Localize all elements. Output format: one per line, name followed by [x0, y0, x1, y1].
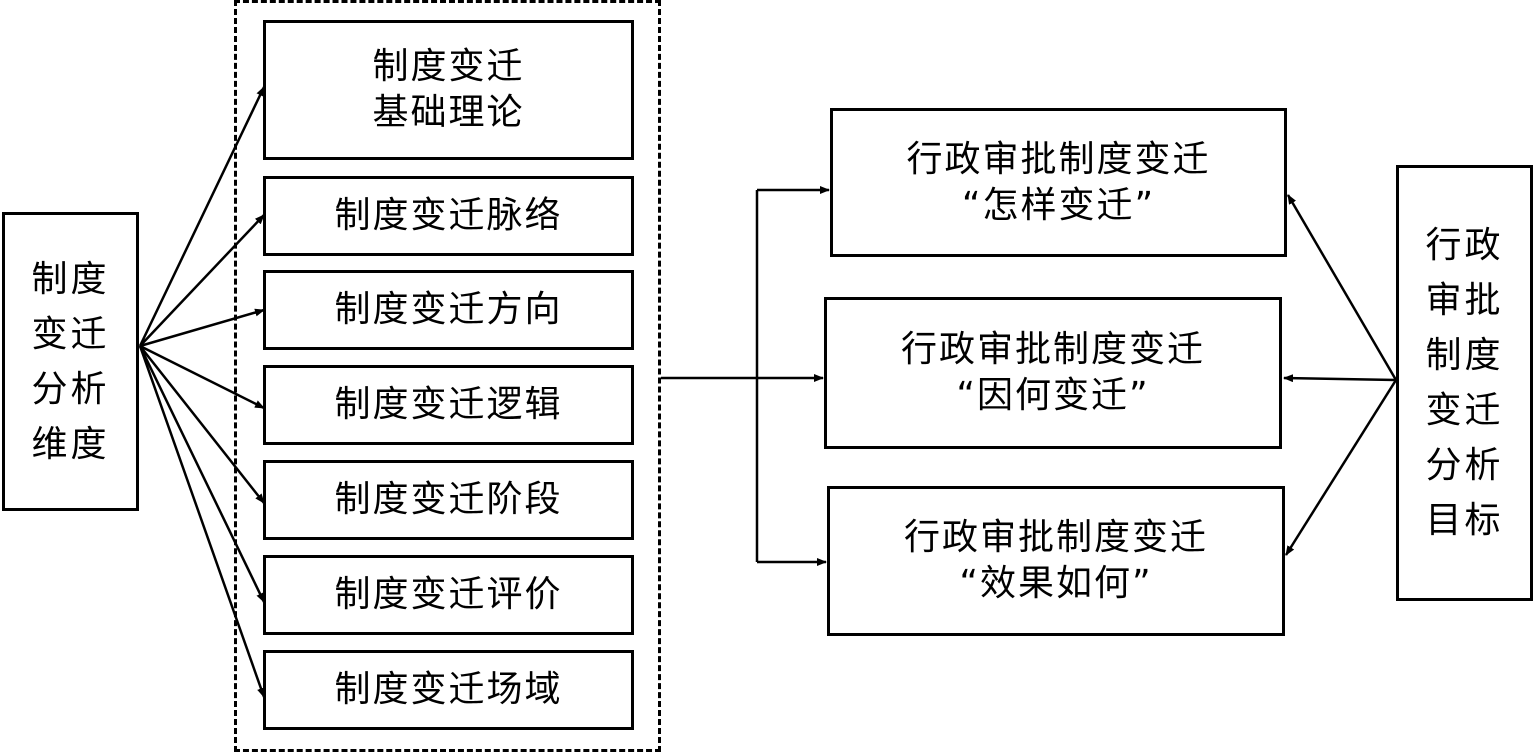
dimension-box-evaluation: 制度变迁评价	[263, 555, 634, 635]
question-label: 行政审批制度变迁 “因何变迁”	[900, 329, 1205, 416]
dimension-box-field: 制度变迁场域	[263, 650, 634, 730]
dimension-box-direction: 制度变迁方向	[263, 270, 634, 350]
dimension-label: 制度变迁脉络	[334, 195, 563, 236]
arrow-to-dimension-3	[139, 308, 265, 348]
dimension-box-theory: 制度变迁 基础理论	[263, 20, 634, 160]
dimension-box-stage: 制度变迁阶段	[263, 460, 634, 540]
analysis-goal-box: 行政 审批 制度 变迁 分析 目标	[1396, 165, 1533, 601]
dimensions-group	[234, 0, 661, 752]
arrow-to-dimension-5	[139, 345, 265, 504]
question-label: 行政审批制度变迁 “怎样变迁”	[906, 138, 1211, 226]
dimension-label: 制度变迁场域	[334, 669, 563, 710]
dimension-label: 制度变迁评价	[334, 574, 563, 615]
arrow-to-dimension-1	[138, 86, 266, 347]
arrow-to-dimension-7	[138, 345, 266, 698]
question-box-effect: 行政审批制度变迁 “效果如何”	[827, 486, 1285, 636]
analysis-dimensions-label: 制度 变迁 分析 维度	[31, 258, 110, 465]
question-box-why: 行政审批制度变迁 “因何变迁”	[824, 297, 1282, 449]
dimension-label: 制度变迁阶段	[334, 479, 563, 520]
dimension-box-logic: 制度变迁逻辑	[263, 365, 634, 445]
question-box-how: 行政审批制度变迁 “怎样变迁”	[830, 108, 1287, 257]
question-label: 行政审批制度变迁 “效果如何”	[903, 517, 1208, 604]
analysis-goal-label: 行政 审批 制度 变迁 分析 目标	[1425, 225, 1504, 541]
dimension-label: 制度变迁 基础理论	[372, 46, 525, 133]
arrow-right-to-question-1	[1286, 194, 1398, 381]
dimension-box-context: 制度变迁脉络	[263, 176, 634, 256]
arrow-right-to-question-3	[1284, 379, 1398, 556]
dimension-label: 制度变迁方向	[334, 289, 563, 330]
arrow-to-dimension-6	[138, 345, 266, 603]
analysis-dimensions-box: 制度 变迁 分析 维度	[2, 212, 139, 511]
arrow-to-dimension-4	[139, 344, 265, 410]
arrow-right-to-question-2	[1283, 374, 1397, 383]
arrow-to-dimension-2	[139, 214, 265, 347]
dimension-label: 制度变迁逻辑	[334, 384, 563, 425]
